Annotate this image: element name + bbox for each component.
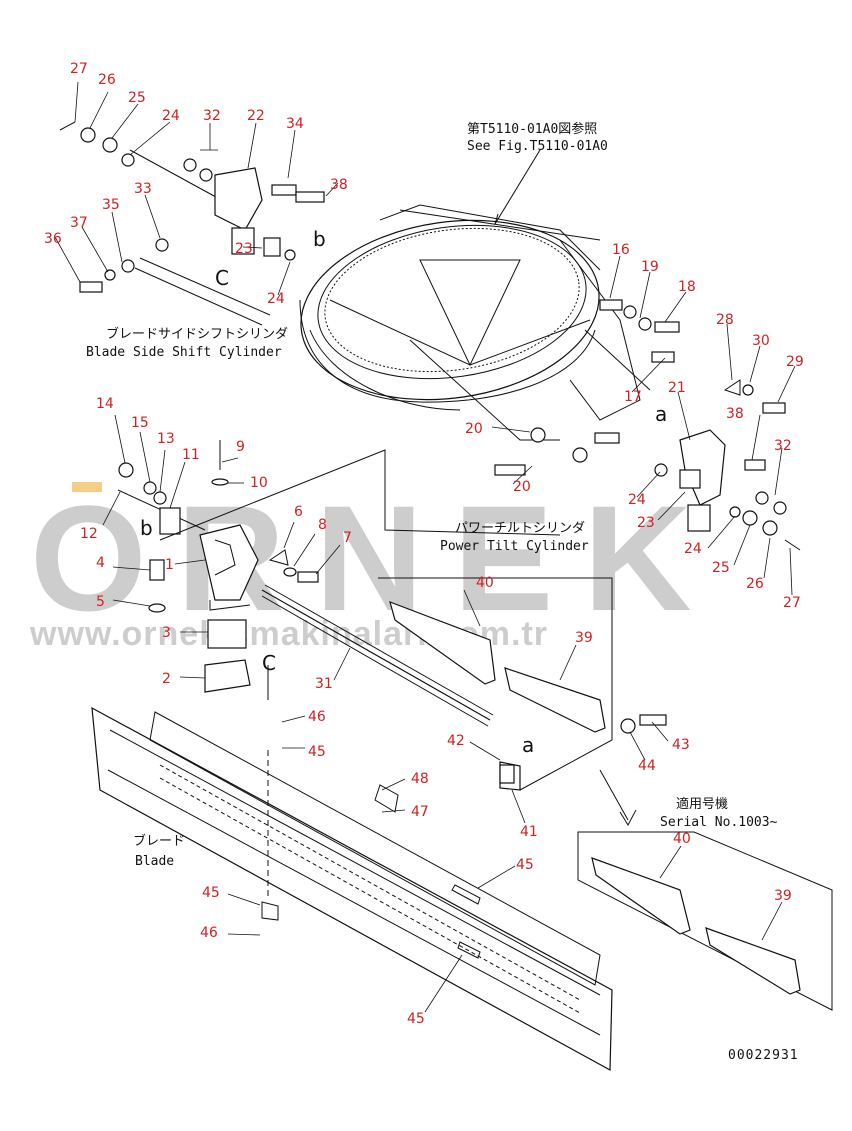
view-letter: a [522,733,534,757]
view-letter: C [215,266,229,290]
power-tilt-cylinder [261,584,494,727]
callout: 34 [286,116,304,132]
callout: 32 [203,108,221,124]
callout: 19 [641,259,659,275]
watermark-brand: ORNEK [30,474,722,642]
callout: 12 [80,526,98,542]
side-shift-caption-en: Blade Side Shift Cylinder [86,345,282,360]
callout: 6 [294,504,303,520]
callout: 9 [236,439,245,455]
callout: 11 [182,447,200,463]
view-letter: C [262,651,276,675]
callout: 23 [235,241,253,257]
drawing-number: 00022931 [728,1048,799,1063]
callout: 18 [678,279,696,295]
callout: 26 [98,72,116,88]
view-letter: b [313,227,326,251]
right-side-parts [494,299,801,551]
callout: 44 [638,758,656,774]
callout: 29 [786,354,804,370]
blade-caption-en: Blade [135,854,174,869]
blade-caption-jp: ブレード [133,833,185,849]
callout: 46 [308,709,326,725]
serial-caption-en: Serial No.1003~ [660,815,778,830]
callout: 42 [447,733,465,749]
top-left-parts [59,121,325,293]
callout: 10 [250,475,268,491]
callout: 47 [411,804,429,820]
callout: 45 [308,744,326,760]
callout: 4 [96,555,105,571]
callout: 36 [44,231,62,247]
callout: 27 [70,61,88,77]
callout: 39 [774,888,792,904]
watermark: ORNEK www.ornekismakinalari.com.tr [29,474,722,653]
callout: 16 [612,242,630,258]
watermark-accent [72,482,102,492]
callout: 8 [318,517,327,533]
callout: 5 [96,594,105,610]
callout: 40 [476,575,494,591]
guard-plates [378,577,833,1011]
callout: 2 [162,671,171,687]
callout: 45 [202,885,220,901]
callout: 15 [131,415,149,431]
callout: 24 [684,541,702,557]
callout: 33 [134,181,152,197]
callout: 48 [411,771,429,787]
callout: 40 [673,831,691,847]
blade [91,706,613,1072]
callout: 20 [465,421,483,437]
callout: 45 [407,1011,425,1027]
power-tilt-caption-jp: パワーチルトシリンダ [455,521,585,536]
callout: 38 [330,177,348,193]
callout: 22 [247,108,265,124]
view-letters: b C a b C a [140,227,667,757]
callout: 28 [716,312,734,328]
callout: 24 [628,492,646,508]
callout: 26 [746,576,764,592]
callout: 20 [513,479,531,495]
callout: 21 [668,380,686,396]
callout: 7 [343,530,352,546]
side-shift-caption-jp: ブレードサイドシフトシリンダ [106,326,288,342]
callout: 13 [157,431,175,447]
callout: 32 [774,438,792,454]
left-bracket-assembly [117,440,561,693]
callout: 39 [575,630,593,646]
callout: 30 [752,333,770,349]
view-letter: b [140,516,153,540]
callout: 14 [96,396,114,412]
callout: 38 [726,406,744,422]
circle-frame-assembly [299,204,651,441]
callout: 37 [70,215,88,231]
callout: 45 [516,857,534,873]
view-letter: a [655,402,667,426]
callout: 24 [267,291,285,307]
callout: 46 [200,925,218,941]
callout: 31 [315,676,333,692]
serial-caption-jp: 適用号機 [676,796,728,812]
callout: 27 [783,595,801,611]
callout: 24 [162,108,180,124]
captions: 第T5110-01A0図参照 See Fig.T5110-01A0 ブレードサイ… [86,121,799,1063]
callout: 3 [162,625,171,641]
callout: 35 [102,197,120,213]
callout: 23 [637,515,655,531]
callout: 1 [165,557,174,573]
callout: 25 [128,90,146,106]
power-tilt-caption-en: Power Tilt Cylinder [440,539,589,554]
reference-caption-en: See Fig.T5110-01A0 [467,139,608,154]
leader-lines [54,81,796,1013]
reference-caption-jp: 第T5110-01A0図参照 [467,121,597,137]
callout: 43 [672,737,690,753]
callouts: 27 26 25 24 32 22 34 38 33 35 37 36 23 2… [44,61,804,1027]
callout: 17 [624,389,642,405]
callout: 25 [712,560,730,576]
callout: 41 [520,824,538,840]
